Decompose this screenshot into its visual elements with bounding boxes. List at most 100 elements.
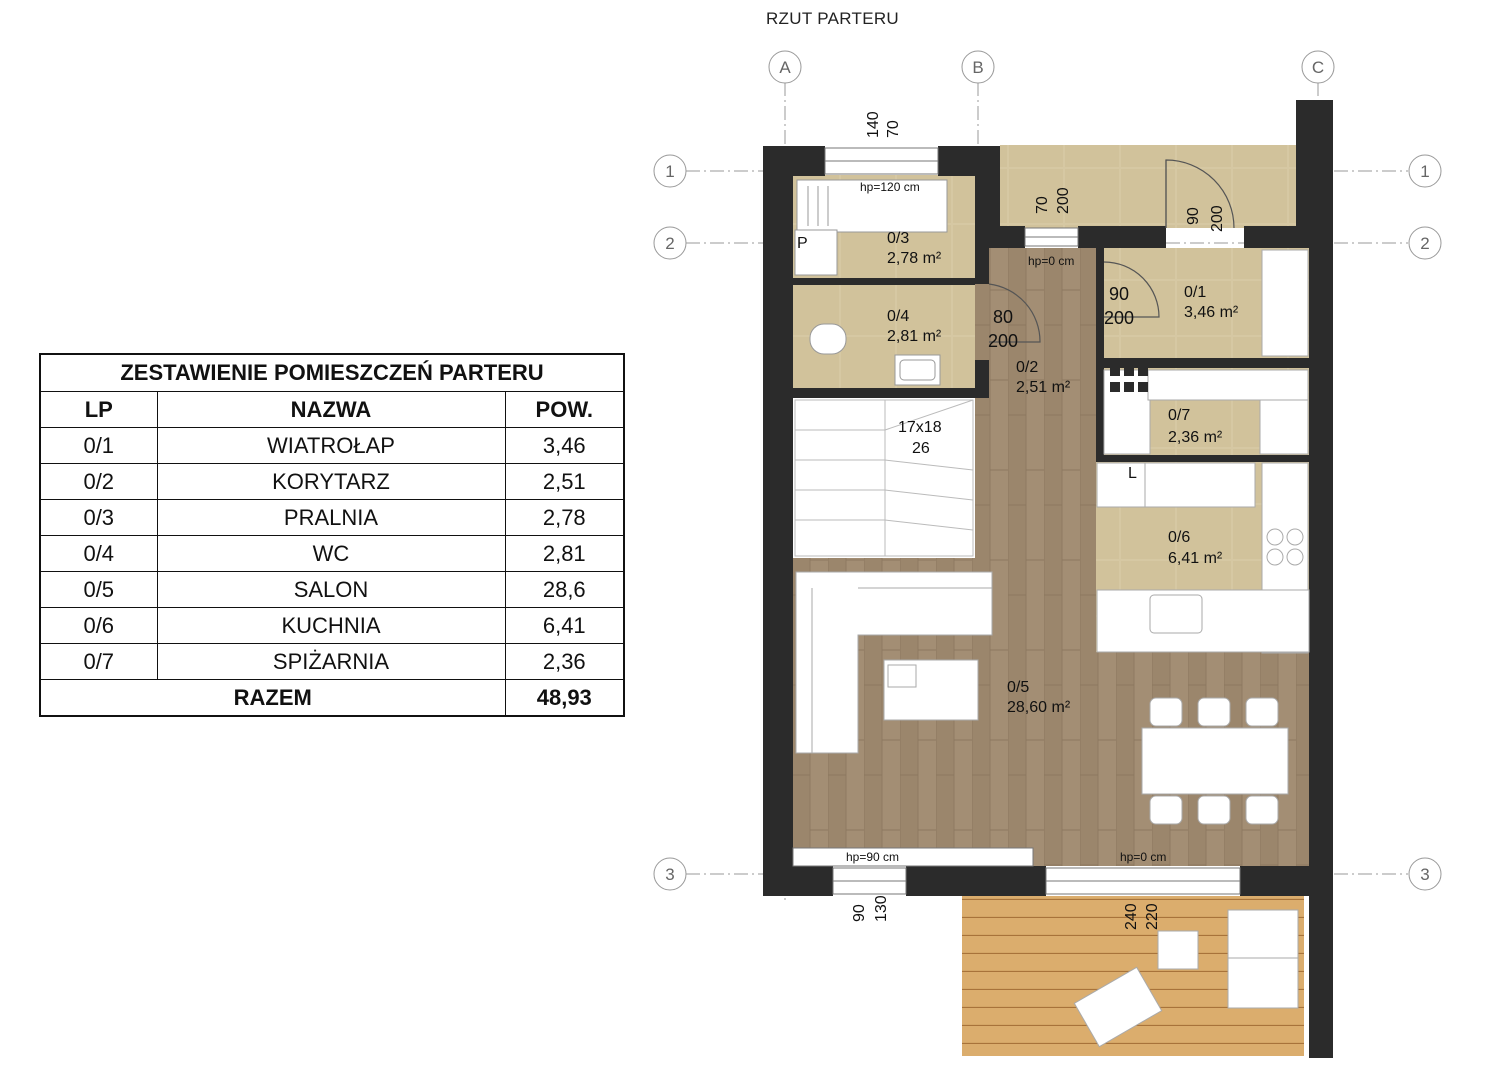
vestibule-wardrobe — [1261, 249, 1309, 357]
dim-door-wc-h: 200 — [988, 331, 1018, 351]
cell-area: 2,51 — [504, 463, 625, 500]
table-row: 0/6 KUCHNIA 6,41 — [39, 607, 625, 644]
dining-chair — [1197, 697, 1231, 727]
vestibule-door-swing — [1103, 261, 1160, 318]
table-caption: ZESTAWIENIE POMIESZCZEŃ PARTERU — [39, 353, 625, 392]
salon-sill-band — [792, 847, 1034, 867]
kitchen-sink — [1149, 594, 1203, 634]
cell-area: 6,41 — [504, 607, 625, 644]
wc-sink-basin — [899, 359, 936, 381]
sill-terrace-door: hp=0 cm — [1120, 850, 1166, 864]
table-row: 0/5 SALON 28,6 — [39, 571, 625, 608]
cell-name: KUCHNIA — [156, 607, 506, 644]
room-area-0-3: 2,78 m² — [887, 250, 942, 267]
armchair — [1073, 966, 1163, 1048]
living-furniture — [795, 571, 1289, 825]
dim-door-wc-w: 80 — [993, 307, 1013, 327]
dim-door-entry-w: 90 — [1185, 207, 1202, 225]
sun-lounger — [1227, 957, 1299, 1009]
doors — [988, 159, 1235, 343]
sill-pralnia: hp=120 cm — [860, 180, 920, 194]
room-summary-table: ZESTAWIENIE POMIESZCZEŃ PARTERU LP NAZWA… — [39, 353, 626, 717]
stairs-area — [793, 398, 975, 558]
dining-chair — [1149, 795, 1183, 825]
grid-axis-markers — [653, 50, 1442, 891]
table-row: 0/7 SPIŻARNIA 2,36 — [39, 643, 625, 680]
room-area-0-7: 2,36 m² — [1168, 429, 1223, 446]
wall-partition — [1096, 248, 1104, 462]
kitchen-mark: L — [1128, 465, 1137, 482]
room-area-0-6: 6,41 m² — [1168, 550, 1223, 567]
total-label: RAZEM — [39, 679, 506, 717]
dim-window-bottom-h: 130 — [873, 895, 890, 922]
fridge — [1096, 462, 1146, 508]
wall — [763, 866, 833, 896]
cell-lp: 0/1 — [39, 427, 158, 464]
wall — [906, 866, 1046, 896]
room-id-0-5: 0/5 — [1007, 679, 1029, 696]
toilet — [809, 323, 847, 355]
dim-stairs-tread: 26 — [912, 440, 930, 457]
cell-lp: 0/2 — [39, 463, 158, 500]
room-area-0-2: 2,51 m² — [1016, 379, 1071, 396]
wall-partition — [793, 388, 989, 398]
axis-label-1-right: 1 — [1420, 162, 1429, 181]
cell-lp: 0/4 — [39, 535, 158, 572]
walls — [763, 100, 1333, 1058]
axis-label-2-right: 2 — [1420, 234, 1429, 253]
table-row: 0/3 PRALNIA 2,78 — [39, 499, 625, 536]
dim-door-entry-h: 200 — [1209, 205, 1226, 232]
axis-label-b: B — [972, 58, 983, 77]
table-row: 0/1 WIATROŁAP 3,46 — [39, 427, 625, 464]
wall-partition — [1096, 455, 1309, 462]
axis-label-2-left: 2 — [665, 234, 674, 253]
wall — [1240, 866, 1333, 896]
sun-lounger — [1227, 909, 1299, 959]
dim-door-inner-h: 200 — [1055, 187, 1072, 214]
wall — [975, 226, 1025, 248]
laundry-mark: P — [797, 235, 808, 252]
dining-table — [1141, 727, 1289, 795]
column-header-nazwa: NAZWA — [156, 391, 506, 428]
cell-name: SPIŻARNIA — [156, 643, 506, 680]
pantry-side — [1259, 399, 1309, 455]
pantry-shelf-right — [1147, 369, 1309, 401]
staircase — [794, 399, 974, 557]
terrace-table — [1157, 930, 1199, 970]
wall — [1244, 226, 1304, 248]
axis-label-3-right: 3 — [1420, 865, 1429, 884]
coffee-table-inset — [887, 664, 917, 688]
room-id-0-3: 0/3 — [887, 230, 909, 247]
dim-door-vest-w: 90 — [1109, 284, 1129, 304]
axis-label-3-left: 3 — [665, 865, 674, 884]
dim-door-inner-w: 70 — [1034, 196, 1051, 214]
room-id-0-4: 0/4 — [887, 308, 909, 325]
axis-label-a: A — [779, 58, 791, 77]
cooktop-burner — [1286, 528, 1304, 546]
cell-lp: 0/7 — [39, 643, 158, 680]
room-id-0-7: 0/7 — [1168, 407, 1190, 424]
cell-area: 2,81 — [504, 535, 625, 572]
cooktop-burner — [1266, 528, 1284, 546]
wall — [1078, 226, 1166, 248]
dining-chair — [1245, 795, 1279, 825]
room-id-0-6: 0/6 — [1168, 529, 1190, 546]
wall-partition — [1104, 358, 1309, 368]
dining-chair — [1245, 697, 1279, 727]
table-total-row: RAZEM 48,93 — [39, 679, 625, 717]
kitchen-fixtures — [1096, 249, 1310, 654]
dim-stairs-steps: 17x18 — [898, 419, 942, 436]
dim-door-terrace-w: 240 — [1123, 903, 1140, 930]
wall-partition — [793, 278, 975, 285]
entry-door-swing — [1165, 159, 1235, 229]
cooktop-burner — [1286, 548, 1304, 566]
plan-title: RZUT PARTERU — [765, 9, 899, 28]
sill-inner: hp=0 cm — [1028, 254, 1074, 268]
wall — [1309, 100, 1333, 1058]
fixtures — [794, 179, 948, 386]
terrace-furniture — [1073, 909, 1299, 1048]
cell-name: SALON — [156, 571, 506, 608]
cell-name: PRALNIA — [156, 499, 506, 536]
dining-chair — [1149, 697, 1183, 727]
